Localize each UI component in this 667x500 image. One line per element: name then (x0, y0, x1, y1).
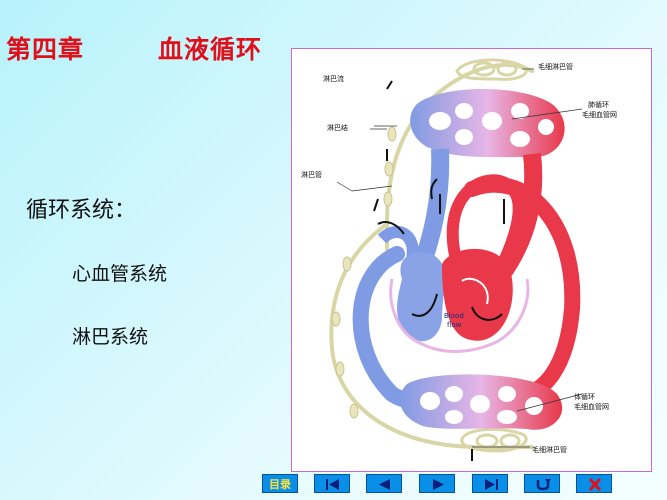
circulation-illustration (329, 58, 583, 461)
return-button[interactable] (524, 474, 560, 493)
lymph-nodes (331, 126, 397, 419)
exit-icon (588, 477, 602, 492)
flow-arrows (373, 80, 505, 461)
circulation-diagram: 毛细淋巴管 淋巴流 淋巴结 淋巴管 肺循环 毛细血管网 体循环 毛细血管网 毛细… (291, 48, 652, 472)
vena-cava (377, 226, 419, 261)
aorta-arch (446, 174, 525, 287)
label-pulmonary-capillary: 毛细血管网 (582, 111, 617, 119)
label-lymph-capillary-bottom: 毛细淋巴管 (532, 446, 567, 454)
topic-title: 血液循环 (158, 35, 263, 64)
previous-slide-button[interactable] (366, 474, 402, 493)
systemic-capillary-net (399, 374, 563, 430)
label-systemic-circulation: 体循环 (574, 393, 595, 401)
label-blood: Blood (444, 312, 464, 320)
next-icon (433, 479, 444, 490)
menu-button[interactable]: 目录 (262, 474, 298, 493)
prev-icon (379, 479, 390, 490)
exit-button[interactable] (576, 474, 612, 493)
pulmonary-capillary-net (410, 89, 565, 158)
last-icon (485, 479, 498, 490)
label-lymph-node: 淋巴结 (327, 124, 348, 132)
chapter-title: 第四章 (6, 35, 85, 64)
label-systemic-capillary: 毛细血管网 (574, 403, 609, 411)
label-pulmonary-circulation: 肺循环 (588, 101, 609, 109)
leader-lines (336, 68, 583, 448)
label-lymph-vessel: 淋巴管 (301, 171, 322, 179)
back-icon (536, 479, 551, 491)
next-slide-button[interactable] (419, 474, 455, 493)
label-flow: flow (447, 321, 462, 329)
top-lymph-capillary (455, 58, 528, 81)
label-lymph-capillary-top: 毛细淋巴管 (538, 63, 573, 71)
section-heading: 循环系统： (26, 198, 137, 223)
first-icon (326, 479, 339, 490)
last-slide-button[interactable] (472, 474, 508, 493)
bullet-lymphatic: 淋巴系统 (72, 326, 149, 348)
label-lymph-flow: 淋巴流 (323, 75, 344, 83)
first-slide-button[interactable] (314, 474, 350, 493)
bullet-cardiovascular: 心血管系统 (72, 263, 168, 285)
